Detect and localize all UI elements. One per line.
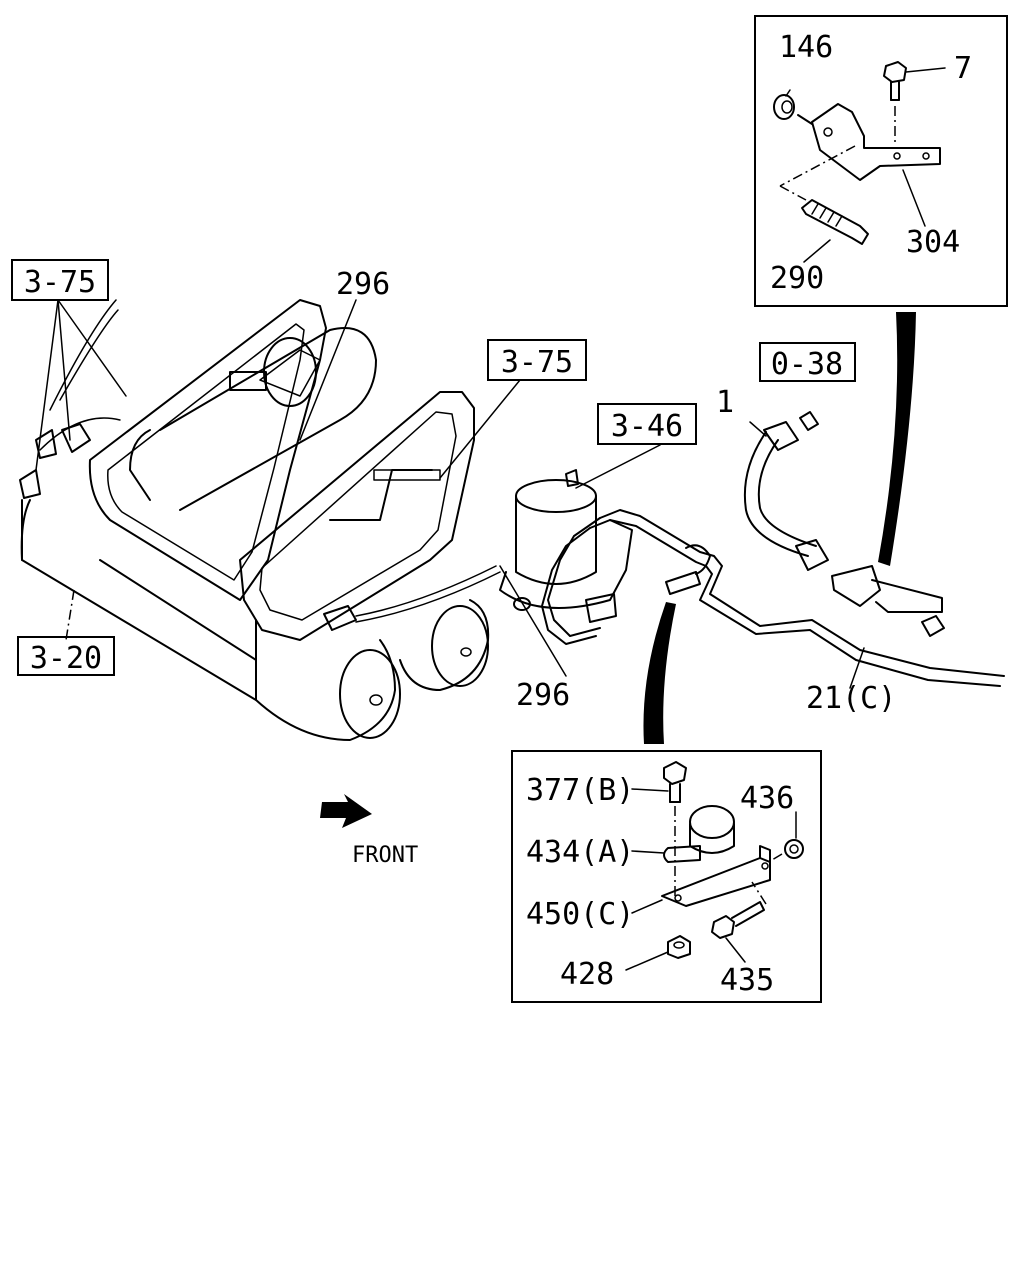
ref-label: 3-75 [24,265,96,300]
flex-hose [743,411,945,689]
pointer-arrow-bottom [643,602,676,744]
ref-box-3-20: 3-20 [17,636,115,676]
part-label-296-top: 296 [336,267,390,302]
ref-box-3-75-right: 3-75 [487,339,587,381]
part-label-428: 428 [560,957,614,992]
part-label-290: 290 [770,261,824,296]
front-label: FRONT [352,843,418,868]
part-label-435: 435 [720,963,774,998]
air-tank-assembly [19,299,567,741]
ref-label: 3-75 [501,345,573,380]
part-label-7: 7 [954,51,972,86]
ref-label: 3-46 [611,409,683,444]
pointer-arrow-top [878,312,916,566]
part-label-146: 146 [779,30,833,65]
front-arrow-icon [320,794,372,828]
part-label-304: 304 [906,225,960,260]
part-label-377b: 377(B) [526,773,634,808]
part-label-450c: 450(C) [526,897,634,932]
detail-box-bracket [754,15,1008,307]
part-label-434a: 434(A) [526,835,634,870]
part-label-296-bottom: 296 [516,678,570,713]
ref-label: 3-20 [30,641,102,676]
ref-box-3-75-left: 3-75 [11,259,109,301]
pump-unit [499,444,1005,687]
ref-box-0-38: 0-38 [759,342,856,382]
ref-box-3-46: 3-46 [597,403,697,445]
detail-box-clamp [511,750,822,1003]
ref-label: 0-38 [771,347,843,382]
part-label-21c: 21(C) [806,681,896,716]
part-label-1: 1 [716,385,734,420]
part-label-436: 436 [740,781,794,816]
